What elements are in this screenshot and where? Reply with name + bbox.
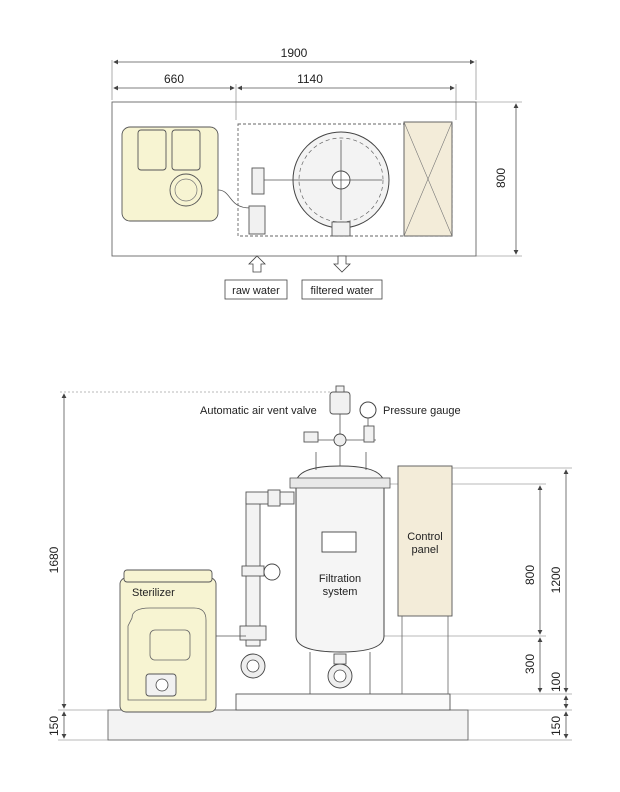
dim-800-depth: 800 (494, 168, 508, 188)
filtration-label-1: Filtration (319, 573, 361, 585)
concrete-base (107, 709, 469, 741)
dim-100: 100 (549, 672, 563, 692)
filtration-label-2: system (323, 586, 358, 598)
air-vent-valve (329, 391, 351, 415)
filtered-water-arrow-icon (333, 255, 351, 273)
sterilizer-top (121, 126, 219, 222)
raw-water-arrow-icon (248, 255, 266, 273)
vessel-nameplate (321, 531, 357, 553)
control-panel (397, 465, 453, 617)
dim-660: 660 (164, 72, 184, 86)
control-panel-label-2: panel (412, 544, 439, 556)
pressure-gauge-icon (359, 401, 377, 419)
dim-300: 300 (523, 654, 537, 674)
base-plate-top (111, 101, 477, 257)
pressure-gauge-label: Pressure gauge (383, 405, 461, 417)
plan-view: 1900 660 1140 800 (111, 46, 522, 300)
dim-1900: 1900 (281, 46, 308, 60)
control-panel-label-1: Control (407, 531, 442, 543)
dim-800-body: 800 (523, 565, 537, 585)
filtration-vessel (295, 465, 385, 653)
sterilizer-label: Sterilizer (132, 587, 175, 599)
dim-1680: 1680 (47, 546, 61, 573)
filtered-water-label: filtered water (311, 285, 374, 297)
dim-150-left: 150 (47, 716, 61, 736)
raw-water-label: raw water (232, 285, 280, 297)
dim-150-right: 150 (549, 716, 563, 736)
dim-1200: 1200 (549, 566, 563, 593)
elevation-view: 1680 150 800 300 1200 100 150 Control pa… (47, 385, 572, 741)
air-vent-label: Automatic air vent valve (200, 405, 317, 417)
dim-1140: 1140 (297, 72, 323, 86)
skid-frame (235, 693, 451, 711)
